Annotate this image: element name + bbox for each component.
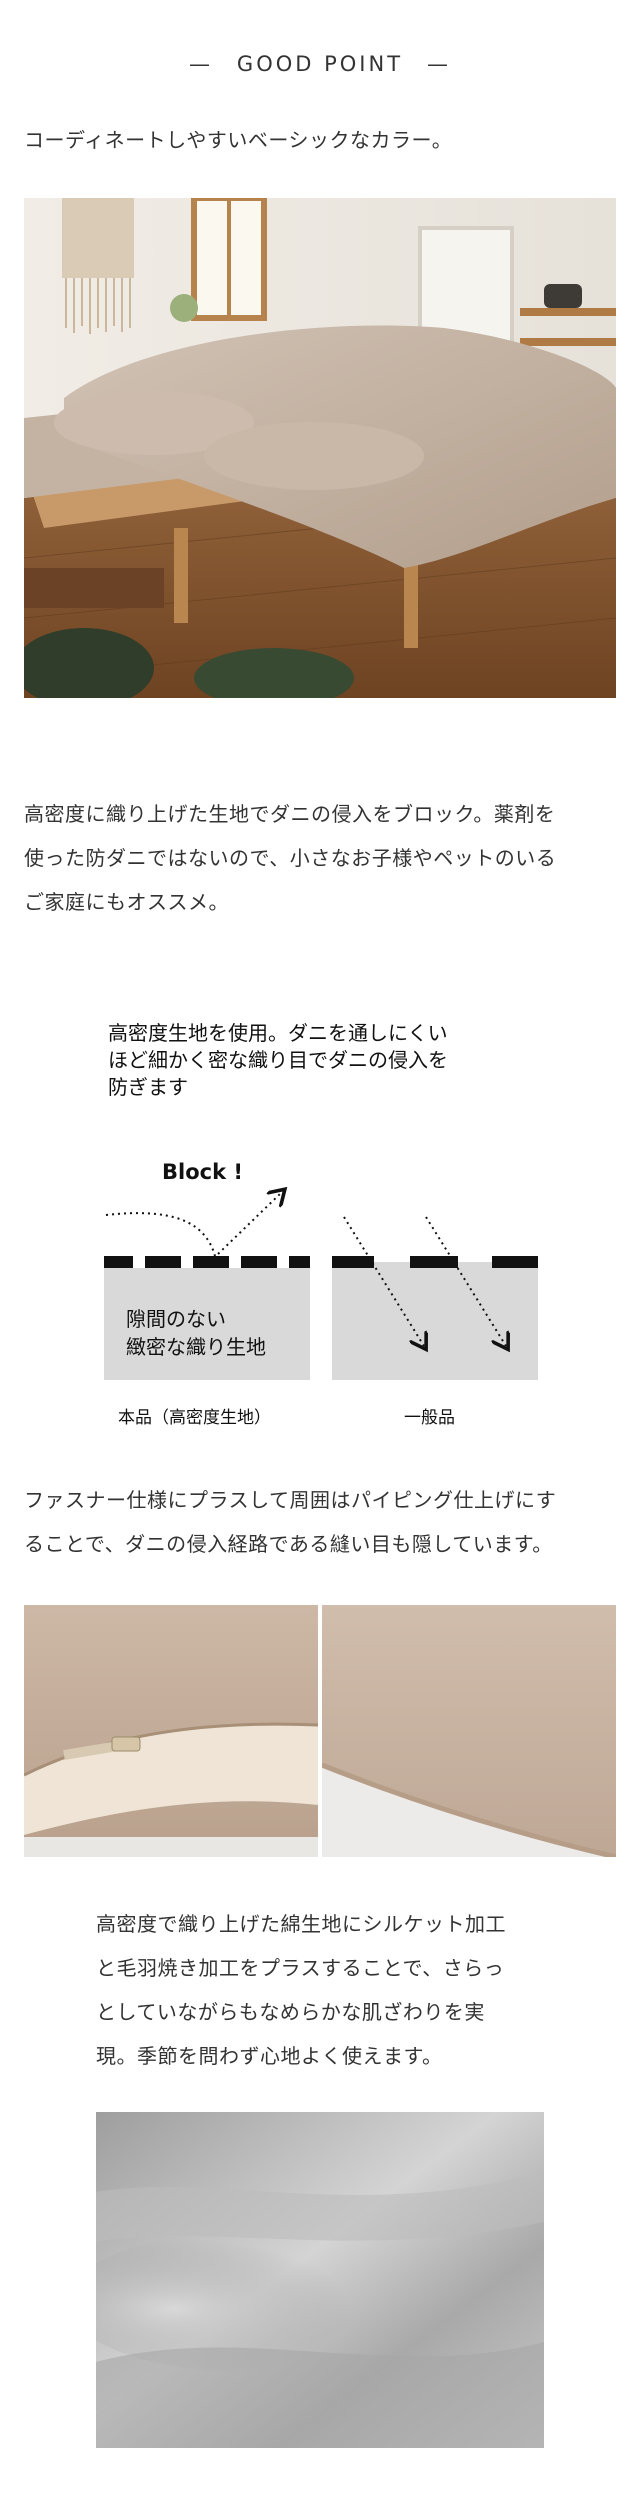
right-caption: 一般品 xyxy=(404,1408,455,1428)
fabric-label-line: 隙間のない xyxy=(126,1307,226,1331)
mite-block-line: 使った防ダニではないので、小さなお子様やペットのいる xyxy=(24,846,557,870)
piping-photo xyxy=(322,1605,616,1857)
intro-text: コーディネートしやすいベーシックなカラー。 xyxy=(24,128,453,152)
mite-diagram: 高密度生地を使用。ダニを通しにくい ほど細かく密な織り目でダニの侵入を 防ぎます… xyxy=(0,1010,640,1450)
diagram-graphic xyxy=(104,1010,538,1380)
diagram-title-line: 防ぎます xyxy=(108,1075,188,1099)
diagram-title-line: 高密度生地を使用。ダニを通しにくい xyxy=(108,1021,448,1045)
mite-block-line: 高密度に織り上げた生地でダニの侵入をブロック。薬剤を xyxy=(24,802,556,826)
fabric-label: 隙間のない 緻密な織り生地 xyxy=(126,1305,266,1361)
fabric-line: 高密度で織り上げた綿生地にシルケット加工 xyxy=(96,1912,506,1936)
mite-block-text: 高密度に織り上げた生地でダニの侵入をブロック。薬剤を 使った防ダニではないので、… xyxy=(24,792,556,924)
fabric-closeup-photo xyxy=(96,2112,544,2448)
diagram-title: 高密度生地を使用。ダニを通しにくい ほど細かく密な織り目でダニの侵入を 防ぎます xyxy=(108,1020,448,1101)
mite-block-line: ご家庭にもオススメ。 xyxy=(24,890,229,914)
fastener-text: ファスナー仕様にプラスして周囲はパイピング仕上げにす ることで、ダニの侵入経路で… xyxy=(24,1478,556,1566)
fabric-text: 高密度で織り上げた綿生地にシルケット加工 と毛羽焼き加工をプラスすることで、さら… xyxy=(96,1902,506,2078)
bedroom-photo xyxy=(24,198,616,698)
diagram-title-line: ほど細かく密な織り目でダニの侵入を xyxy=(108,1048,448,1072)
fastener-line: ファスナー仕様にプラスして周囲はパイピング仕上げにす xyxy=(24,1488,557,1512)
fastener-line: ることで、ダニの侵入経路である縫い目も隠しています。 xyxy=(24,1532,553,1556)
fabric-label-line: 緻密な織り生地 xyxy=(126,1335,266,1359)
fabric-line: としていながらもなめらかな肌ざわりを実 xyxy=(96,2000,485,2024)
block-label: Block ! xyxy=(162,1160,243,1184)
fabric-line: と毛羽焼き加工をプラスすることで、さらっ xyxy=(96,1956,505,1980)
left-caption: 本品（高密度生地） xyxy=(118,1408,271,1428)
fabric-line: 現。季節を問わず心地よく使えます。 xyxy=(96,2044,443,2068)
section-heading: — GOOD POINT — xyxy=(188,52,452,76)
zipper-photo xyxy=(24,1605,318,1857)
